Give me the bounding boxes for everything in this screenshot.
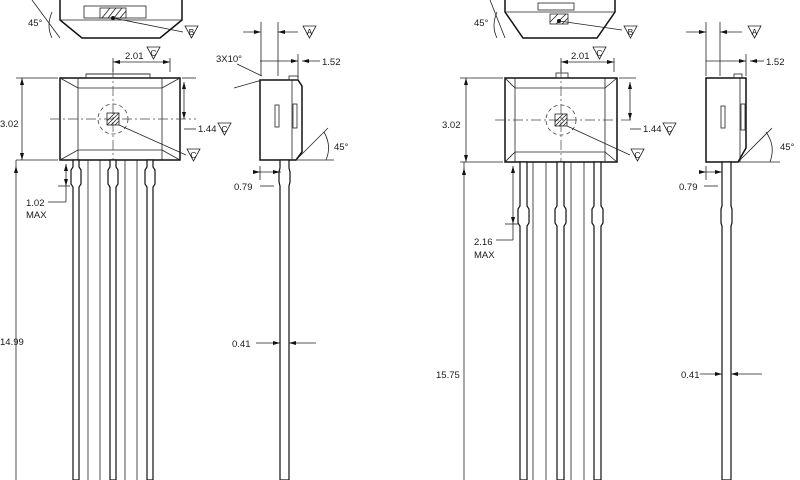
chamfer-dimension: 3X10° bbox=[216, 54, 242, 65]
width-dimension-b: 2.01 bbox=[571, 51, 590, 62]
side-datum-a-triangle-b bbox=[747, 25, 762, 39]
sensor-offset-datum-label-b: C bbox=[666, 124, 672, 134]
package-b-side-view: A 1.52 45° 0.79 bbox=[679, 22, 795, 480]
lead-standoff-note-b: MAX bbox=[474, 250, 495, 261]
package-a-front-view: C 2.01 C bbox=[0, 46, 232, 480]
package-a-leads bbox=[70, 159, 156, 480]
side-lead-offset-dimension-b: 0.79 bbox=[679, 182, 698, 193]
side-datum-a-label: A bbox=[307, 27, 313, 37]
width-datum-label-b: C bbox=[596, 48, 602, 58]
sensor-offset-dimension-b: 1.44 bbox=[643, 124, 662, 135]
package-a-top-view: B 45° bbox=[28, 0, 199, 39]
center-datum-c-label-b: C bbox=[634, 150, 640, 160]
width-dimension: 2.01 bbox=[125, 51, 144, 62]
thickness-dimension: 1.52 bbox=[322, 57, 341, 68]
side-angle-label: 45° bbox=[334, 142, 349, 153]
package-b-leads bbox=[517, 161, 604, 480]
lead-standoff-dimension-b: 2.16 bbox=[474, 237, 493, 248]
package-b: B 45° C bbox=[436, 0, 795, 480]
width-datum-triangle-b bbox=[592, 46, 607, 60]
sensor-offset-datum-label: C bbox=[221, 124, 227, 134]
datum-b-label-b: B bbox=[628, 27, 634, 37]
height-dimension-b: 3.02 bbox=[442, 120, 461, 131]
lead-standoff-dimension: 1.02 bbox=[26, 198, 45, 209]
package-b-top-view: B 45° bbox=[474, 0, 638, 39]
width-datum-label: C bbox=[150, 48, 156, 58]
datum-b-label: B bbox=[189, 27, 195, 37]
sensor-offset-dimension: 1.44 bbox=[198, 124, 217, 135]
side-lead-offset-dimension: 0.79 bbox=[234, 182, 253, 193]
lead-standoff-note: MAX bbox=[26, 210, 47, 221]
lead-thickness-dimension-b: 0.41 bbox=[681, 370, 700, 381]
width-datum-triangle bbox=[146, 46, 161, 60]
top-angle-label-b: 45° bbox=[474, 18, 489, 29]
package-b-front-view: C 2.01 C 3.02 bbox=[436, 46, 677, 480]
sensor-offset-datum-triangle bbox=[217, 122, 232, 136]
datum-b-triangle bbox=[184, 25, 199, 39]
side-datum-a-label-b: A bbox=[752, 27, 758, 37]
thickness-dimension-b: 1.52 bbox=[766, 57, 785, 68]
lead-length-dimension-b: 15.75 bbox=[436, 370, 460, 381]
height-dimension: 3.02 bbox=[0, 119, 19, 130]
top-angle-label: 45° bbox=[28, 18, 43, 29]
sensor-offset-datum-triangle-b bbox=[662, 122, 677, 136]
side-angle-label-b: 45° bbox=[780, 142, 795, 153]
center-datum-c-triangle bbox=[186, 148, 201, 162]
center-datum-c-label: C bbox=[190, 150, 196, 160]
center-datum-c-triangle-b bbox=[630, 148, 645, 162]
side-datum-a-triangle bbox=[302, 25, 317, 39]
package-a: B 45° C bbox=[0, 0, 349, 480]
lead-length-dimension: 14.99 bbox=[0, 337, 24, 348]
package-a-side-view: A 3X10° 1.52 45° 0.79 bbox=[216, 22, 349, 480]
lead-thickness-dimension: 0.41 bbox=[232, 339, 251, 350]
datum-b-triangle-b bbox=[623, 25, 638, 39]
